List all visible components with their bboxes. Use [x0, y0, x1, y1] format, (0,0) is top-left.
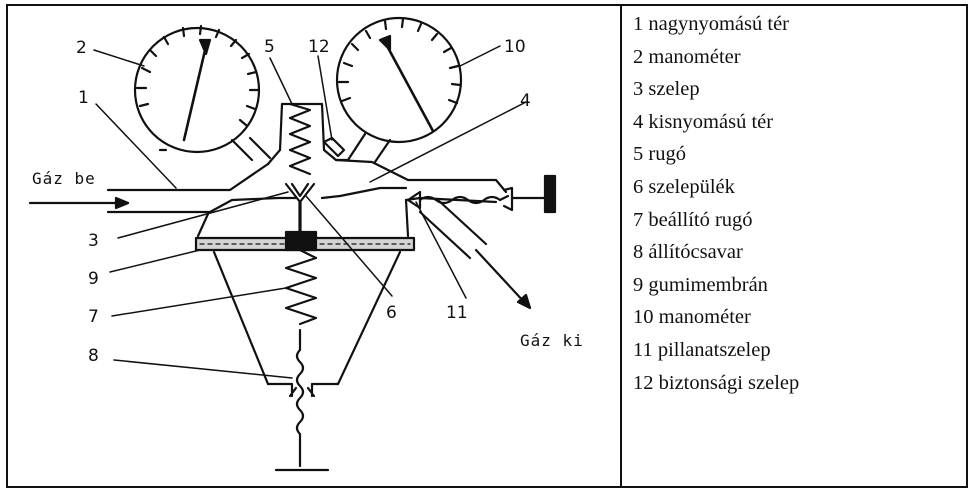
legend-item: 5 rugó	[633, 143, 686, 166]
label-9: 9	[88, 269, 99, 289]
figure-frame	[6, 4, 968, 488]
rubber-membrane-icon	[194, 230, 416, 252]
label-gas-in: Gáz be	[32, 169, 96, 188]
gas-out-arrow-icon	[474, 248, 528, 306]
legend-item: 4 kisnyomású tér	[633, 110, 774, 133]
column-divider	[620, 4, 622, 488]
adjusting-screw-icon	[274, 328, 330, 472]
manometer-left-icon	[133, 24, 272, 162]
label-5: 5	[264, 37, 275, 57]
legend-item: 10 manométer	[633, 306, 751, 329]
label-2: 2	[76, 38, 87, 58]
spring-5-icon	[288, 102, 312, 176]
legend-item: 9 gumimembrán	[633, 273, 768, 296]
label-4: 4	[520, 91, 531, 111]
legend-item: 3 szelep	[633, 78, 700, 101]
manometer-right-icon	[335, 16, 463, 164]
label-1: 1	[78, 88, 89, 108]
label-3: 3	[88, 231, 99, 251]
label-6: 6	[386, 303, 397, 323]
label-12: 12	[308, 37, 330, 57]
legend-item: 8 állítócsavar	[633, 241, 743, 264]
legend-list: 1 nagynyomású tér 2 manométer 3 szelep 4…	[633, 8, 963, 399]
outlet-pipe	[418, 198, 488, 260]
legend-item: 11 pillanatszelep	[633, 338, 771, 361]
label-7: 7	[88, 307, 99, 327]
leader-lines	[93, 45, 527, 379]
legend-item: 2 manométer	[633, 45, 741, 68]
legend-item: 1 nagynyomású tér	[633, 13, 789, 35]
instant-valve-icon	[406, 174, 557, 214]
spring-7-icon	[284, 248, 318, 326]
legend-item: 6 szelepülék	[633, 175, 735, 198]
label-8: 8	[88, 346, 99, 366]
legend-item: 12 biztonsági szelep	[633, 371, 800, 394]
legend-item: 7 beállító rugó	[633, 208, 753, 231]
label-gas-out: Gáz ki	[520, 331, 584, 350]
label-10: 10	[504, 37, 526, 57]
pressure-regulator-diagram: 2 1 5 12 10 4 Gáz be 3 9 7 8 6 11 Gáz ki	[28, 16, 584, 472]
label-11: 11	[446, 303, 468, 323]
